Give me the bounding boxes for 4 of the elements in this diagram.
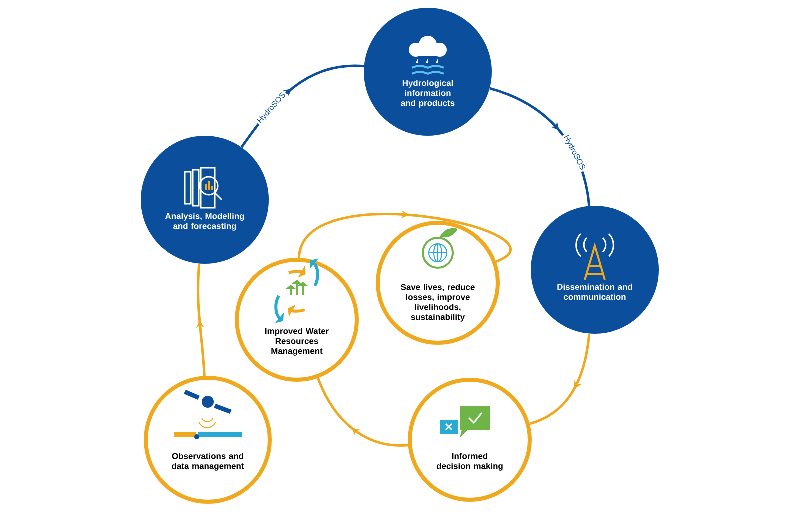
arrow bbox=[317, 378, 408, 447]
arrow bbox=[298, 210, 511, 263]
arrow bbox=[529, 334, 591, 426]
arrow bbox=[196, 264, 206, 376]
